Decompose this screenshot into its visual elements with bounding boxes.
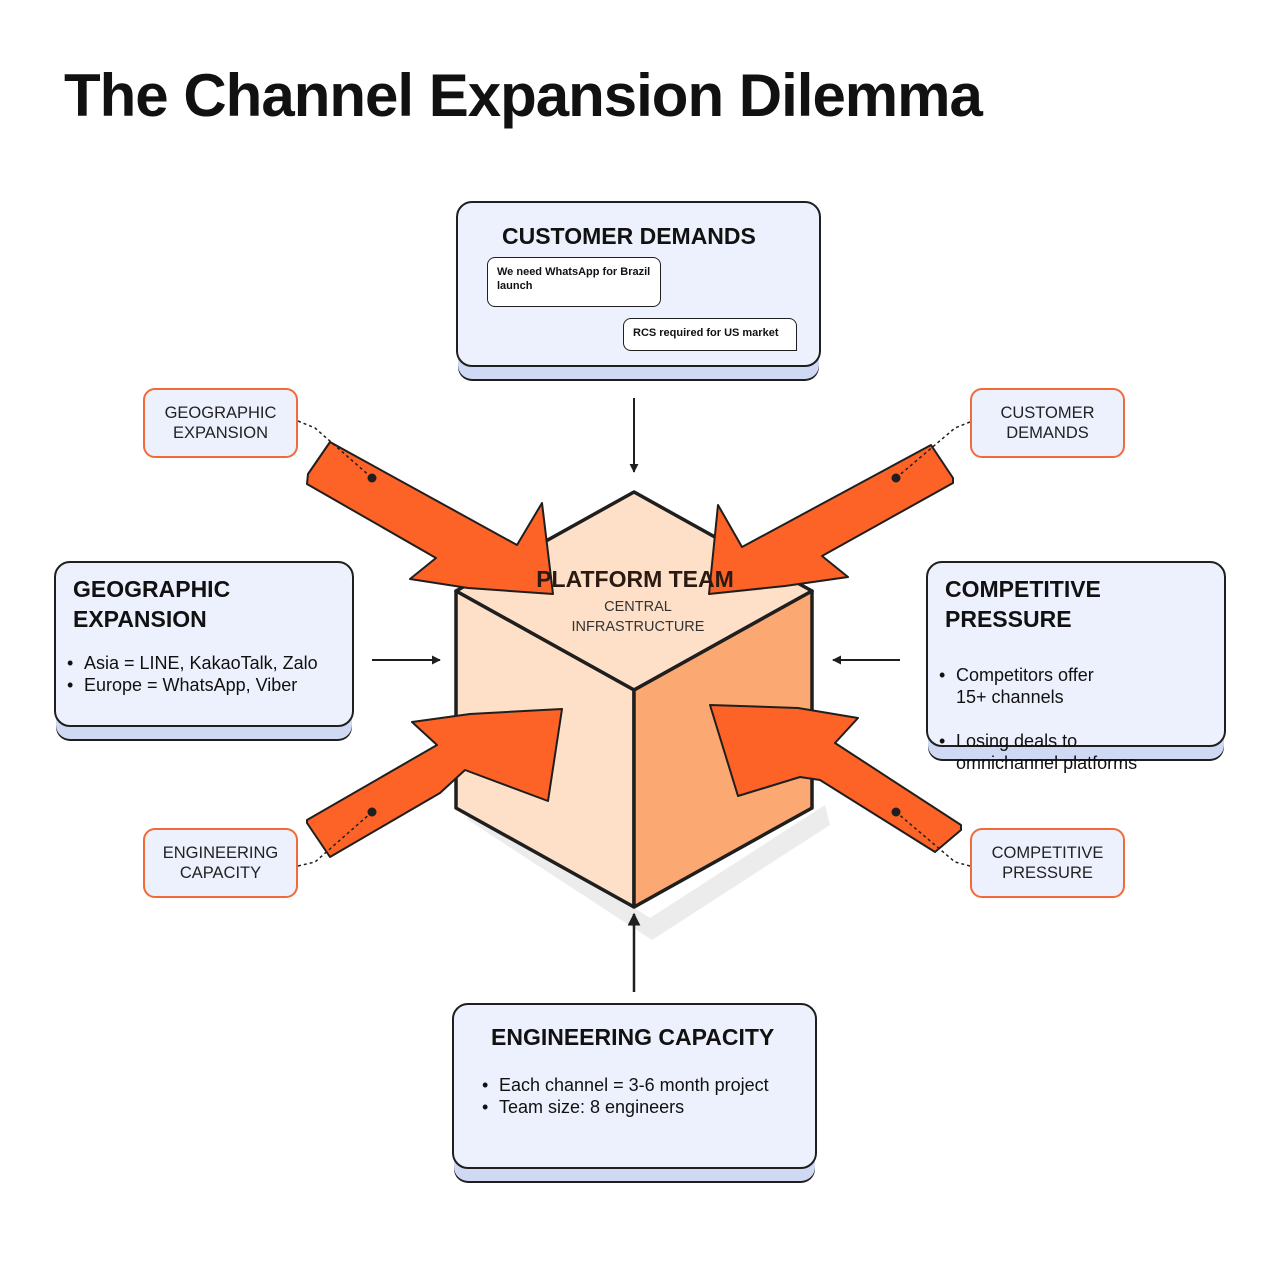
- customer-demands-card: CUSTOMER DEMANDS We need WhatsApp for Br…: [456, 201, 821, 367]
- list-item: Asia = LINE, KakaoTalk, Zalo: [67, 652, 318, 674]
- engineering-capacity-list: Each channel = 3-6 month project Team si…: [482, 1074, 769, 1118]
- orange-arrow-bottom-left: [306, 708, 563, 858]
- platform-team-subtitle: CENTRAL INFRASTRUCTURE: [571, 599, 705, 635]
- leader-dot-competitive: [891, 807, 901, 817]
- tag-engineering-capacity: ENGINEERING CAPACITY: [143, 828, 298, 898]
- geographic-expansion-list: Asia = LINE, KakaoTalk, Zalo Europe = Wh…: [67, 652, 318, 696]
- leader-line-competitive: [895, 811, 971, 867]
- cube-shadow: [462, 800, 830, 940]
- competitive-pressure-title: COMPETITIVE PRESSURE: [945, 576, 1101, 632]
- geographic-expansion-card: GEOGRAPHIC EXPANSION Asia = LINE, KakaoT…: [54, 561, 354, 727]
- geographic-expansion-title: GEOGRAPHIC EXPANSION: [73, 576, 231, 632]
- orange-arrow-top-right: [708, 444, 954, 595]
- chat-bubble-rcs: RCS required for US market: [623, 318, 797, 351]
- leader-dot-customer: [891, 473, 901, 483]
- leader-dot-geographic: [367, 473, 377, 483]
- engineering-capacity-title: ENGINEERING CAPACITY: [491, 1024, 775, 1050]
- list-item: Competitors offer 15+ channels: [939, 664, 1137, 708]
- tag-customer-demands: CUSTOMER DEMANDS: [970, 388, 1125, 458]
- leader-line-engineering: [297, 811, 373, 867]
- tag-geographic-expansion: GEOGRAPHIC EXPANSION: [143, 388, 298, 458]
- list-item: Europe = WhatsApp, Viber: [67, 674, 318, 696]
- leader-line-customer: [895, 421, 971, 479]
- customer-demands-title: CUSTOMER DEMANDS: [502, 223, 756, 249]
- list-item: Team size: 8 engineers: [482, 1096, 769, 1118]
- tag-competitive-pressure: COMPETITIVE PRESSURE: [970, 828, 1125, 898]
- leader-line-geographic: [297, 420, 373, 479]
- page-title: The Channel Expansion Dilemma: [64, 62, 983, 129]
- platform-team-title: PLATFORM TEAM: [536, 566, 734, 592]
- leader-dot-engineering: [367, 807, 377, 817]
- competitive-pressure-list: Competitors offer 15+ channels Losing de…: [939, 642, 1137, 796]
- competitive-pressure-card: COMPETITIVE PRESSURE Competitors offer 1…: [926, 561, 1226, 773]
- engineering-capacity-card: ENGINEERING CAPACITY Each channel = 3-6 …: [452, 1003, 817, 1169]
- chat-bubble-whatsapp: We need WhatsApp for Brazil launch: [487, 257, 661, 307]
- list-item: Each channel = 3-6 month project: [482, 1074, 769, 1096]
- list-item: Losing deals to omnichannel platforms: [939, 730, 1137, 774]
